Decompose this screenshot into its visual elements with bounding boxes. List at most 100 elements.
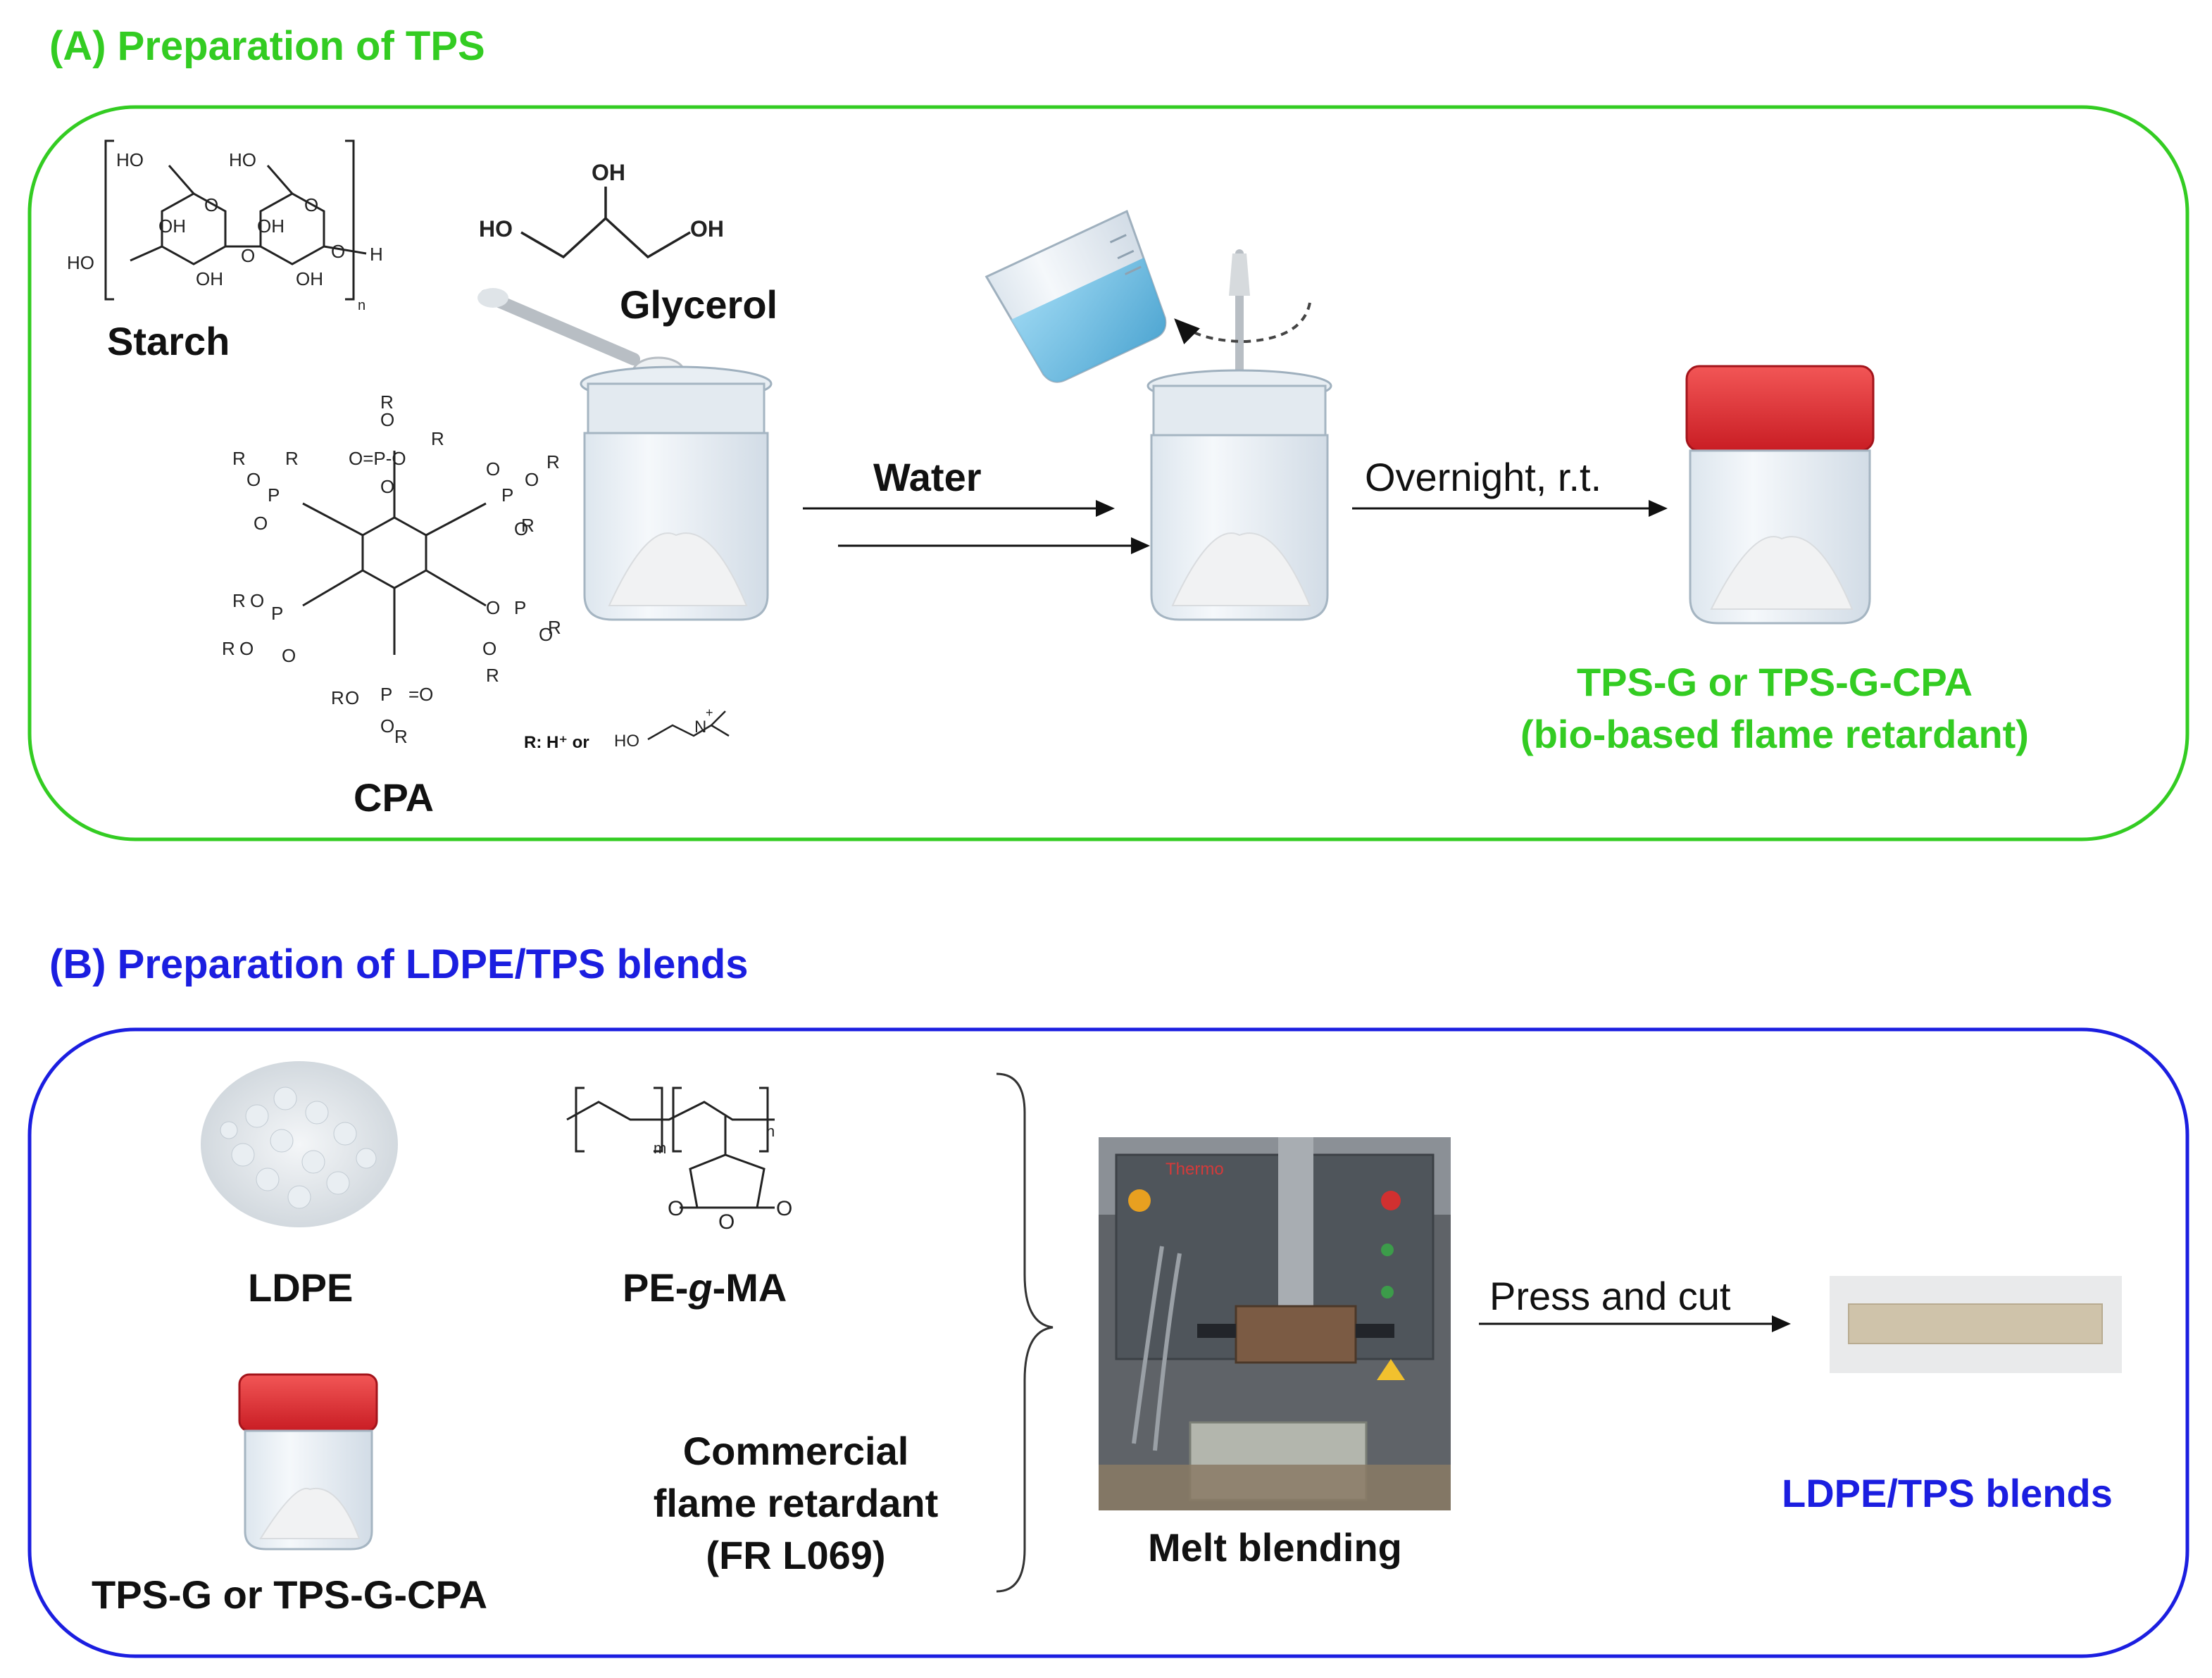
glycerol-structure <box>520 187 691 259</box>
svg-text:O: O <box>380 715 394 737</box>
svg-text:P: P <box>501 484 513 506</box>
svg-text:R: R <box>546 451 560 472</box>
svg-text:R: R <box>486 665 499 686</box>
svg-text:n: n <box>358 298 365 313</box>
choline-structure <box>647 710 730 741</box>
water-label: Water <box>873 455 982 499</box>
svg-text:OH: OH <box>296 268 323 289</box>
svg-text:P: P <box>380 684 392 705</box>
panel-b-frame <box>27 1027 2189 1658</box>
svg-text:HO: HO <box>479 216 513 242</box>
pegma-label: PE-g-MA <box>623 1265 787 1310</box>
svg-text:HO: HO <box>116 149 144 170</box>
svg-text:O: O <box>239 638 254 659</box>
cpa-label: CPA <box>354 775 435 820</box>
svg-text:O: O <box>282 645 296 666</box>
svg-text:R: R <box>232 448 246 469</box>
svg-text:+: + <box>706 706 713 720</box>
svg-text:O: O <box>254 513 268 534</box>
svg-text:O: O <box>380 409 394 430</box>
glycerol-atom-labels: HO OH OH <box>479 160 724 242</box>
svg-text:P: P <box>268 484 280 506</box>
svg-text:N: N <box>694 718 706 737</box>
svg-text:O: O <box>486 458 500 480</box>
pegma-prefix: PE- <box>623 1265 689 1310</box>
pegma-atom-labels: m n OOO <box>654 1122 792 1234</box>
jar-with-powder-icon <box>580 365 773 621</box>
product-description-a: (bio-based flame retardant) <box>1520 712 2029 756</box>
svg-text:R: R <box>394 726 408 747</box>
ldpe-label: LDPE <box>248 1265 354 1310</box>
svg-text:O: O <box>380 476 394 497</box>
red-cap-jar-icon <box>1685 365 1875 625</box>
panel-b-title: (B) Preparation of LDPE/TPS blends <box>49 941 749 987</box>
svg-text:OH: OH <box>257 215 285 237</box>
grouping-brace <box>996 1072 1054 1593</box>
ldpe-pellets-image <box>201 1061 398 1227</box>
starch-label: Starch <box>107 319 230 363</box>
melt-blending-photo <box>1099 1137 1451 1510</box>
pegma-structure <box>566 1087 775 1209</box>
svg-text:O: O <box>514 518 528 539</box>
svg-text:m: m <box>654 1139 666 1157</box>
svg-text:O: O <box>331 241 345 262</box>
svg-text:H: H <box>370 244 383 265</box>
svg-text:HO: HO <box>229 149 256 170</box>
commercial-fr-line3: (FR L069) <box>706 1533 886 1577</box>
svg-text:OH: OH <box>196 268 223 289</box>
svg-text:O: O <box>776 1197 792 1220</box>
melt-blending-label: Melt blending <box>1148 1525 1402 1570</box>
machine-brand-text: Thermo <box>1166 1160 1224 1179</box>
svg-text:O: O <box>486 597 500 618</box>
svg-text:R: R <box>521 515 535 536</box>
glycerol-label: Glycerol <box>620 282 778 327</box>
svg-text:OH: OH <box>158 215 186 237</box>
pegma-italic: g <box>688 1265 713 1310</box>
stirring-rod-icon <box>1229 249 1250 384</box>
svg-text:n: n <box>766 1122 775 1140</box>
panel-a-frame <box>27 105 2189 841</box>
svg-text:R: R <box>548 617 561 638</box>
panel-a-title: (A) Preparation of TPS <box>49 23 485 69</box>
svg-text:P: P <box>514 597 526 618</box>
commercial-fr-line1: Commercial <box>682 1429 909 1473</box>
svg-text:R: R <box>380 392 394 413</box>
pegma-suffix: -MA <box>712 1265 787 1310</box>
svg-text:O: O <box>345 687 359 708</box>
svg-text:O: O <box>668 1197 684 1220</box>
blend-strip-photo <box>1830 1276 2122 1373</box>
svg-text:O=P-O: O=P-O <box>349 448 406 469</box>
svg-text:O: O <box>246 469 261 490</box>
svg-text:O: O <box>204 194 218 215</box>
jar-stirring-icon <box>1146 369 1332 621</box>
svg-text:O: O <box>250 590 264 611</box>
svg-text:=O: =O <box>408 684 433 705</box>
tps-label-b: TPS-G or TPS-G-CPA <box>92 1572 488 1617</box>
tps-jar-icon <box>238 1373 378 1551</box>
beaker-pouring-icon <box>985 210 1167 383</box>
svg-text:R: R <box>331 687 344 708</box>
svg-text:O: O <box>525 469 539 490</box>
svg-text:HO: HO <box>614 732 639 751</box>
cpa-structure <box>302 451 487 655</box>
commercial-fr-line2: flame retardant <box>653 1481 939 1525</box>
svg-text:R: R <box>232 590 246 611</box>
svg-text:HO: HO <box>67 252 94 273</box>
svg-text:R: R <box>285 448 299 469</box>
svg-text:O: O <box>241 245 255 266</box>
svg-text:O: O <box>304 194 318 215</box>
svg-text:OH: OH <box>592 160 625 185</box>
commercial-fr-label: Commercial flame retardant (FR L069) <box>599 1425 993 1582</box>
rotation-arrow-icon <box>1174 302 1311 344</box>
svg-text:P: P <box>271 603 283 624</box>
svg-text:R: R <box>431 428 444 449</box>
svg-text:O: O <box>482 638 496 659</box>
product-name-a: TPS-G or TPS-G-CPA <box>1576 660 1973 704</box>
blend-label: LDPE/TPS blends <box>1782 1471 2113 1515</box>
starch-structure <box>104 139 367 301</box>
svg-text:O: O <box>539 624 553 645</box>
r-group-definition: R: H⁺ or <box>524 733 589 752</box>
